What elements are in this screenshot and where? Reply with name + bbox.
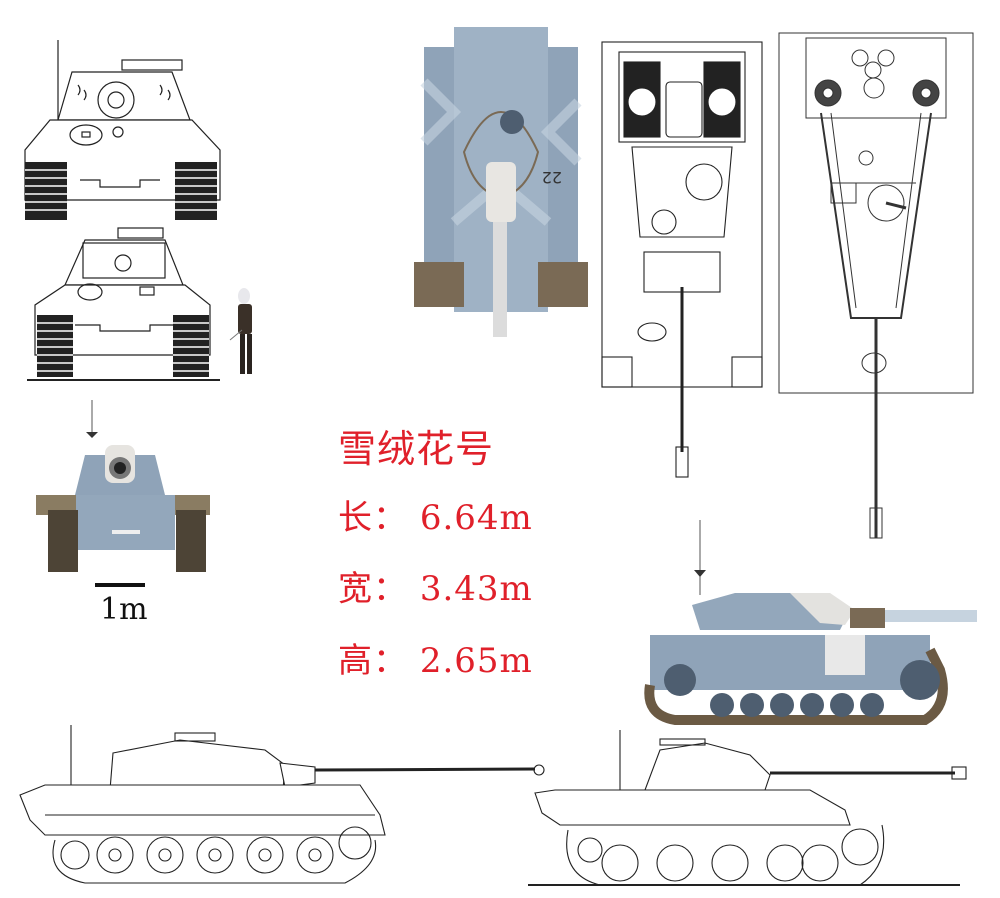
edelweiss-top-view: 22: [414, 22, 588, 340]
spec-height: 高： 2.65m: [338, 633, 533, 682]
edelweiss-front-view: [30, 400, 210, 575]
spec-width-value: 3.43m: [419, 569, 533, 609]
scale-bar-label: 1m: [100, 592, 148, 627]
spec-length-label: 长: [338, 498, 373, 538]
svg-text:22: 22: [542, 168, 562, 187]
panther-side-view: [520, 725, 990, 890]
king-tiger-side-view: [15, 725, 555, 890]
spec-length: 长： 6.64m: [338, 490, 533, 539]
spec-width-label: 宽: [338, 569, 373, 609]
character-figure: [228, 288, 263, 380]
edelweiss-side-view: [640, 515, 985, 730]
spec-length-sep: ：: [373, 498, 408, 538]
spec-length-value: 6.64m: [419, 498, 533, 538]
spec-height-label: 高: [338, 641, 373, 681]
spec-height-sep: ：: [373, 641, 408, 681]
spec-height-value: 2.65m: [419, 641, 533, 681]
spec-width: 宽： 3.43m: [338, 561, 533, 610]
panther-top-view: [776, 18, 976, 543]
scale-bar: [95, 583, 145, 587]
king-tiger-front-view: [20, 40, 230, 225]
king-tiger-top-view: [594, 22, 770, 482]
vehicle-name: 雪绒花号: [338, 427, 495, 471]
spec-width-sep: ：: [373, 569, 408, 609]
panther-front-view: [25, 225, 220, 385]
